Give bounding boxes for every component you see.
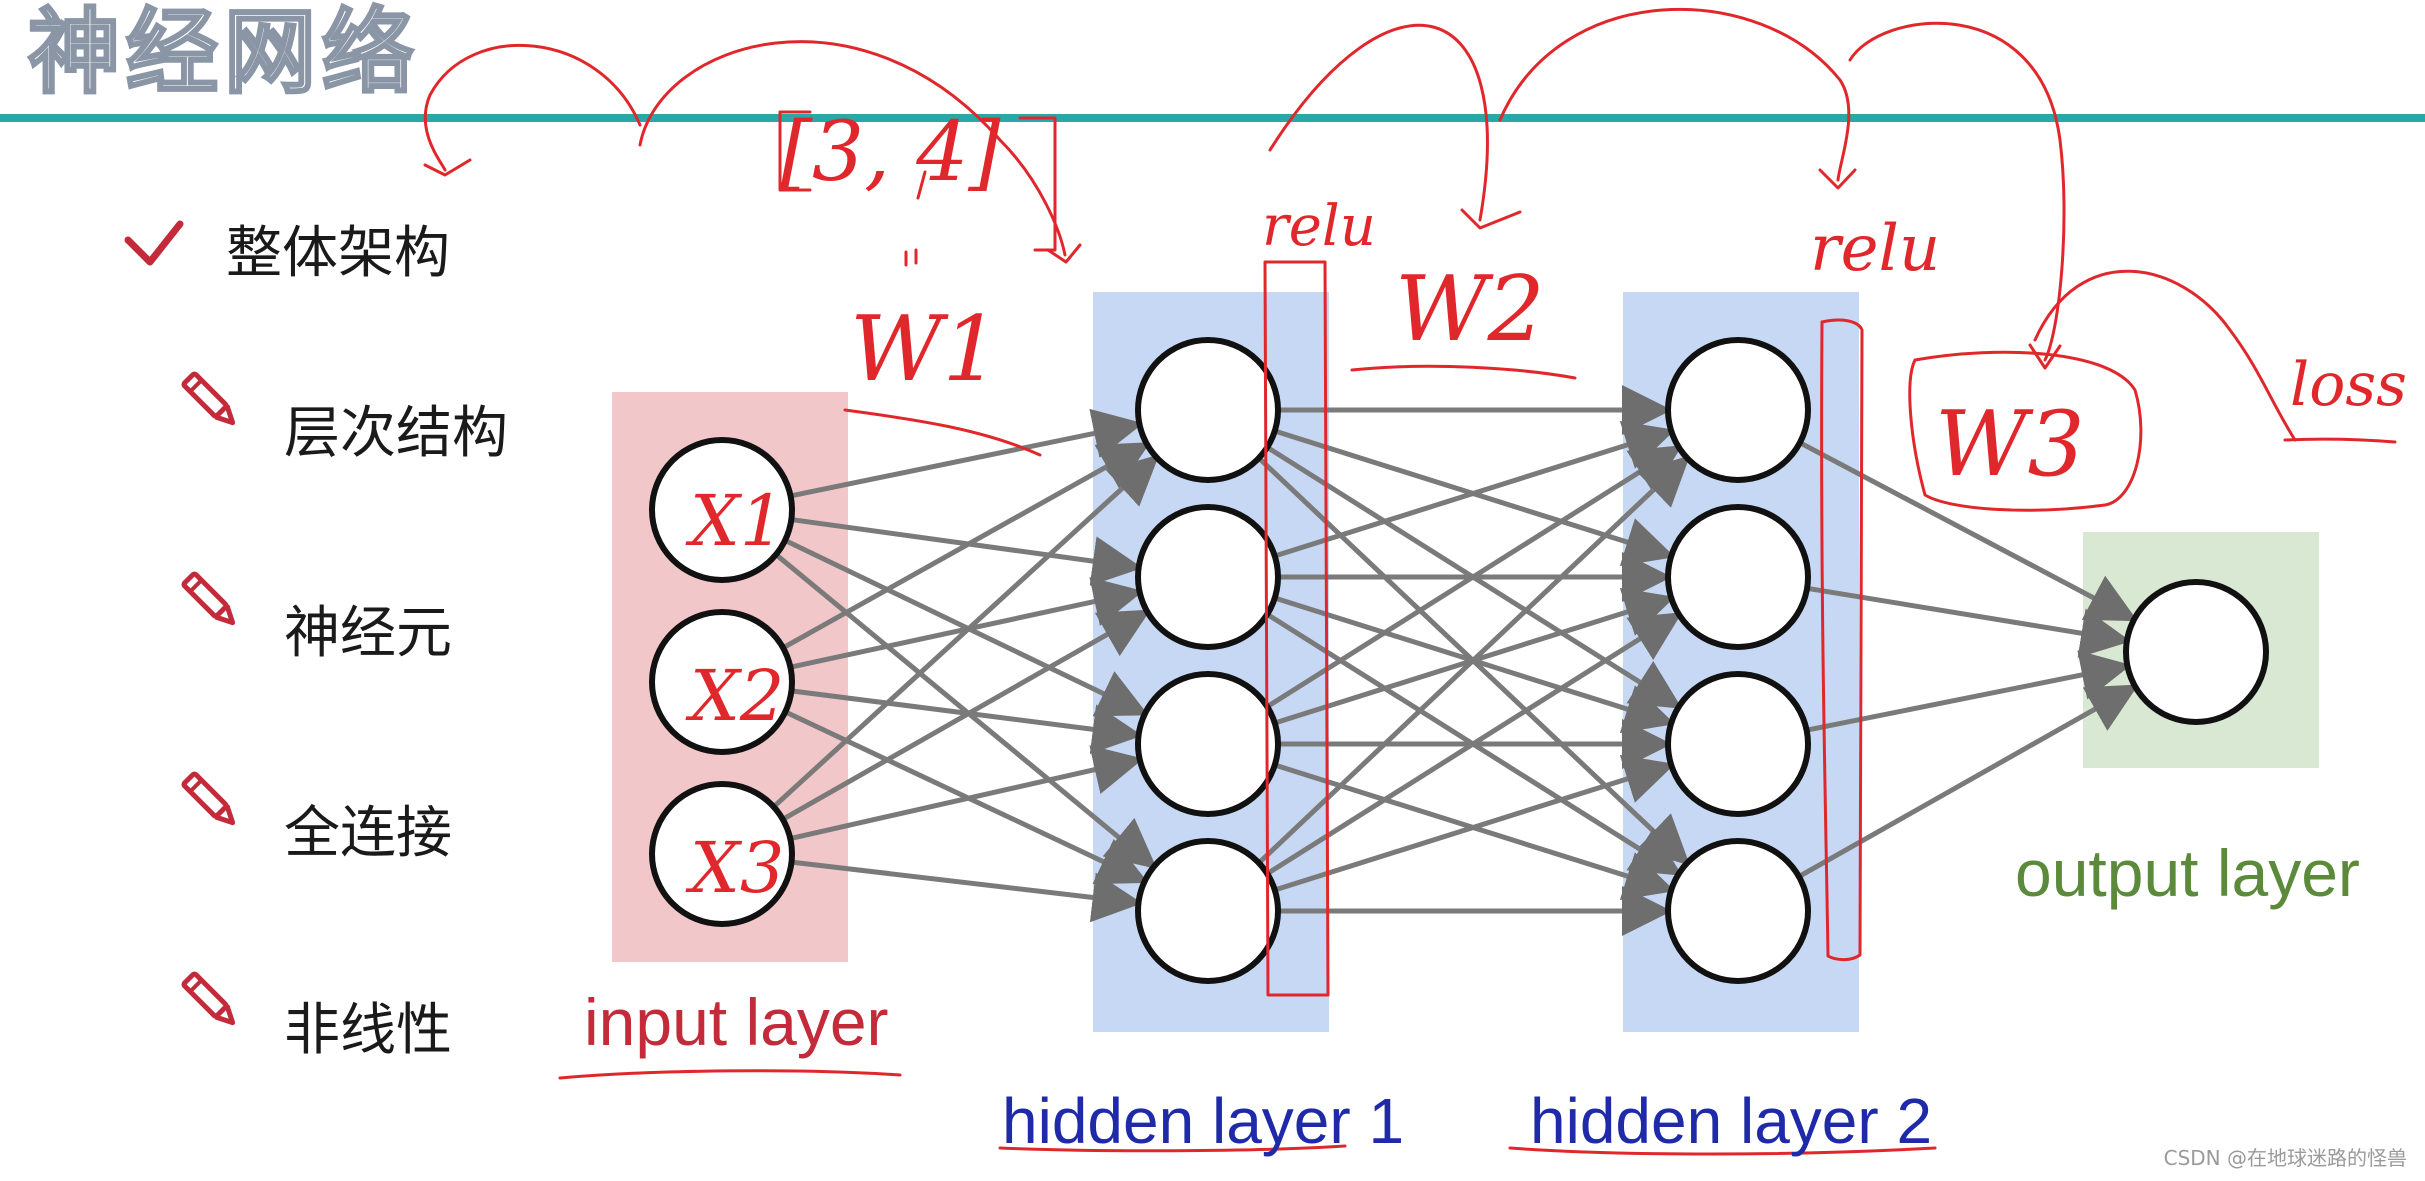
pencil-icon: [181, 571, 236, 626]
arc-arrowhead-4: [1818, 168, 1857, 190]
checkmark-icon: [124, 220, 184, 266]
connection-hidden2-0-to-output-0: [1798, 440, 2138, 622]
arc-w2-to-hidden2: [1498, 7, 1851, 182]
neuron-hidden2-2: [1665, 504, 1811, 650]
relu-box-2: [1820, 318, 1864, 962]
neuron-hidden2-4: [1665, 838, 1811, 984]
handwritten-relu-1: relu: [1262, 194, 1376, 259]
handwritten-x1: X1: [685, 480, 784, 562]
connection-input-0-to-hidden1-0: [790, 408, 1144, 499]
input-label-underline: [558, 1069, 902, 1080]
connection-input-2-to-hidden1-1: [781, 609, 1151, 822]
bullets: [124, 220, 236, 1026]
connection-input-2-to-hidden1-3: [791, 859, 1143, 923]
handwritten-x2: X2: [685, 655, 784, 737]
neuron-hidden1-3: [1135, 671, 1281, 817]
menu-item-layer-structure: 层次结构: [284, 401, 508, 466]
neuron-hidden2-3: [1665, 671, 1811, 817]
w1-marks: [904, 248, 918, 267]
connection-hidden1-3-to-hidden2-0: [1257, 455, 1691, 865]
arc-hidden2-to-w3: [1848, 21, 2066, 362]
menu-item-full-connection: 全连接: [284, 801, 452, 866]
connection-input-1-to-hidden1-2: [791, 688, 1143, 755]
connection-input-1-to-hidden1-1: [789, 577, 1144, 670]
arc-arrowhead-2: [1046, 243, 1082, 264]
handwritten-loss: loss: [2290, 350, 2407, 420]
connection-hidden1-1-to-hidden2-0: [1274, 421, 1676, 559]
handwritten-relu-2: relu: [1810, 212, 1940, 286]
slide-title: 神经网络: [26, 0, 421, 108]
arc-arrowhead-1: [423, 158, 472, 177]
shape-bracket-left: [778, 110, 812, 192]
connection-input-2-to-hidden1-0: [771, 454, 1160, 809]
hidden1-label-underline: [998, 1144, 1347, 1153]
neuron-hidden1-2: [1135, 504, 1281, 650]
connection-input-2-to-hidden1-2: [789, 745, 1144, 841]
output-layer-label: output layer: [2015, 836, 2360, 910]
connection-input-0-to-hidden1-1: [791, 517, 1143, 586]
arc-hidden1-to-w2: [1268, 23, 1489, 222]
neuron-hidden2-1: [1665, 337, 1811, 483]
connections: [771, 385, 2139, 936]
w1-underline: [843, 408, 1042, 457]
connection-hidden1-3-to-hidden2-1: [1265, 612, 1683, 876]
handwritten-text: [3, 4] W1 relu W2 relu W3 loss X1 X2 X3: [685, 105, 2407, 909]
connection-input-0-to-hidden1-2: [783, 538, 1149, 717]
arc-arrowhead-3: [1460, 208, 1522, 230]
connection-hidden2-1-to-output-0: [1806, 585, 2131, 658]
loss-underline: [2283, 437, 2397, 444]
connection-hidden2-3-to-output-0: [1797, 684, 2139, 879]
handwritten-w1: W1: [850, 297, 1000, 402]
neuron-hidden1-4: [1135, 838, 1281, 984]
pencil-icon: [181, 371, 236, 426]
hidden2-label-underline: [1508, 1146, 1937, 1156]
connection-hidden1-2-to-hidden2-0: [1265, 445, 1683, 709]
neurons: [649, 337, 2269, 984]
watermark: CSDN @在地球迷路的怪兽: [2163, 1146, 2407, 1170]
handwritten-shape: [3, 4]: [780, 105, 1001, 200]
arc-w3-to-loss: [2033, 269, 2297, 442]
handwritten-x3: X3: [685, 827, 784, 909]
connection-input-1-to-hidden1-0: [781, 442, 1151, 650]
menu-main-overall-architecture: 整体架构: [226, 221, 450, 286]
neuron-output-1: [2123, 579, 2269, 725]
arc-loss-to-shape: [423, 43, 642, 172]
relu-box-1: [1263, 260, 1330, 997]
neuron-input-1: [649, 437, 795, 583]
shape-comma: [916, 170, 927, 200]
hidden-layer-2-label: hidden layer 2: [1530, 1085, 1933, 1157]
hidden-layer-1-label: hidden layer 1: [1002, 1085, 1405, 1157]
arc-shape-to-hidden1: [638, 40, 1067, 257]
connection-hidden2-2-to-output-0: [1806, 650, 2132, 733]
neuron-input-3: [649, 781, 795, 927]
pencil-icon: [181, 971, 236, 1026]
neuron-input-2: [649, 609, 795, 755]
menu-item-neuron: 神经元: [284, 601, 452, 666]
neuron-hidden1-1: [1135, 337, 1281, 483]
input-layer-label: input layer: [584, 985, 889, 1059]
menu-item-nonlinearity: 非线性: [284, 998, 452, 1063]
shape-bracket-right: [1018, 116, 1057, 252]
connection-input-0-to-hidden1-3: [774, 552, 1158, 869]
w2-underline: [1350, 364, 1577, 380]
handwritten-w2: W2: [1395, 257, 1545, 362]
handwritten-w3: W3: [1935, 392, 2085, 497]
title-underline: [0, 114, 2425, 122]
handwritten-annotations: [423, 7, 2397, 1156]
pencil-icon: [181, 771, 236, 826]
connection-hidden1-3-to-hidden2-2: [1274, 755, 1676, 893]
w3-box: [1908, 350, 2143, 512]
